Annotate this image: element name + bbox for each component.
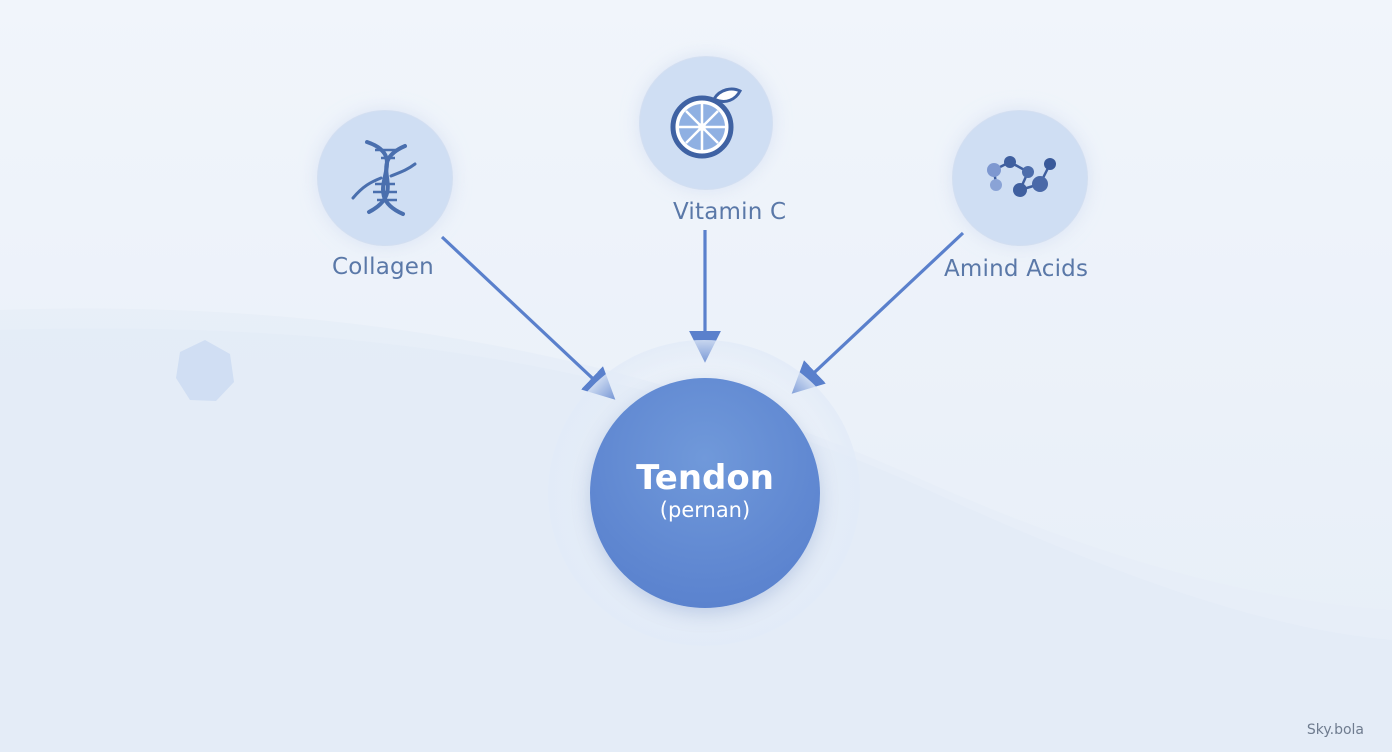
collagen-node [318, 111, 452, 245]
collagen-label: Collagen [332, 254, 434, 280]
arrow-amino-acids-to-tendon [791, 231, 965, 394]
decorative-hexagon [176, 340, 234, 401]
citrus-slice-icon [670, 87, 743, 159]
arrow-collagen-to-tendon [440, 235, 616, 400]
tendon-title: Tendon [636, 458, 774, 498]
watermark: Sky.bola [1306, 722, 1364, 738]
vitamin-c-node [640, 57, 772, 189]
tendon-node: Tendon (pernan) [590, 378, 820, 608]
dna-icon [351, 140, 417, 216]
vitamin-c-label: Vitamin C [673, 199, 787, 225]
tendon-subtitle: (pernan) [659, 498, 751, 522]
molecule-icon [987, 156, 1056, 197]
amino-acids-node [953, 111, 1087, 245]
amino-acids-label: Amind Acids [944, 256, 1089, 282]
